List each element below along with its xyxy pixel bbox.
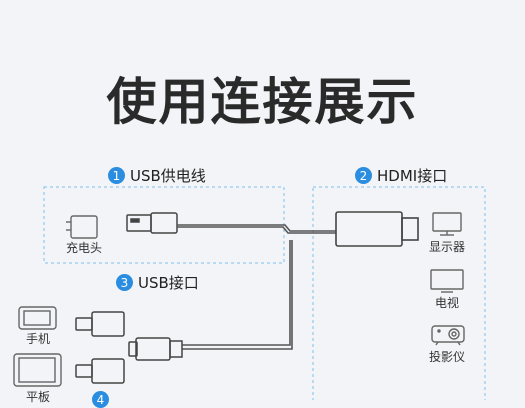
step-hdmi-port: 2 HDMI接口 <box>355 165 447 186</box>
step-number-1: 1 <box>108 167 125 184</box>
step-label-usb-power-cable: USB供电线 <box>130 167 206 185</box>
step-label-usb-port: USB接口 <box>138 274 199 292</box>
display-label: 显示器 <box>428 240 465 254</box>
step-usb-power-cable: 1 USB供电线 <box>108 165 206 186</box>
tablet-icon <box>13 353 62 387</box>
projector-icon <box>431 325 465 346</box>
projector-label: 投影仪 <box>428 350 465 364</box>
monitor-icon <box>432 212 462 236</box>
phone-icon <box>18 306 57 330</box>
step-usb-port: 3 USB接口 <box>116 272 199 293</box>
usb-plug-icon <box>126 212 178 234</box>
adapter-top-icon <box>75 311 125 337</box>
charger-label: 充电头 <box>65 241 102 255</box>
usb-c-plug-icon <box>128 337 183 361</box>
step-label-hdmi-port: HDMI接口 <box>377 167 448 185</box>
step-number-3: 3 <box>116 274 133 291</box>
hdmi-output-box <box>312 186 486 400</box>
step-number-2: 2 <box>355 167 372 184</box>
tv-label: 电视 <box>434 296 459 310</box>
adapter-bottom-icon <box>75 358 125 384</box>
hdmi-plug-icon <box>335 211 419 247</box>
cable-lines <box>177 224 336 350</box>
page-title: 使用连接展示 <box>106 73 419 131</box>
tablet-label: 平板 <box>25 390 50 404</box>
charger-icon <box>66 215 98 239</box>
tv-icon <box>430 269 464 293</box>
phone-label: 手机 <box>25 332 50 346</box>
